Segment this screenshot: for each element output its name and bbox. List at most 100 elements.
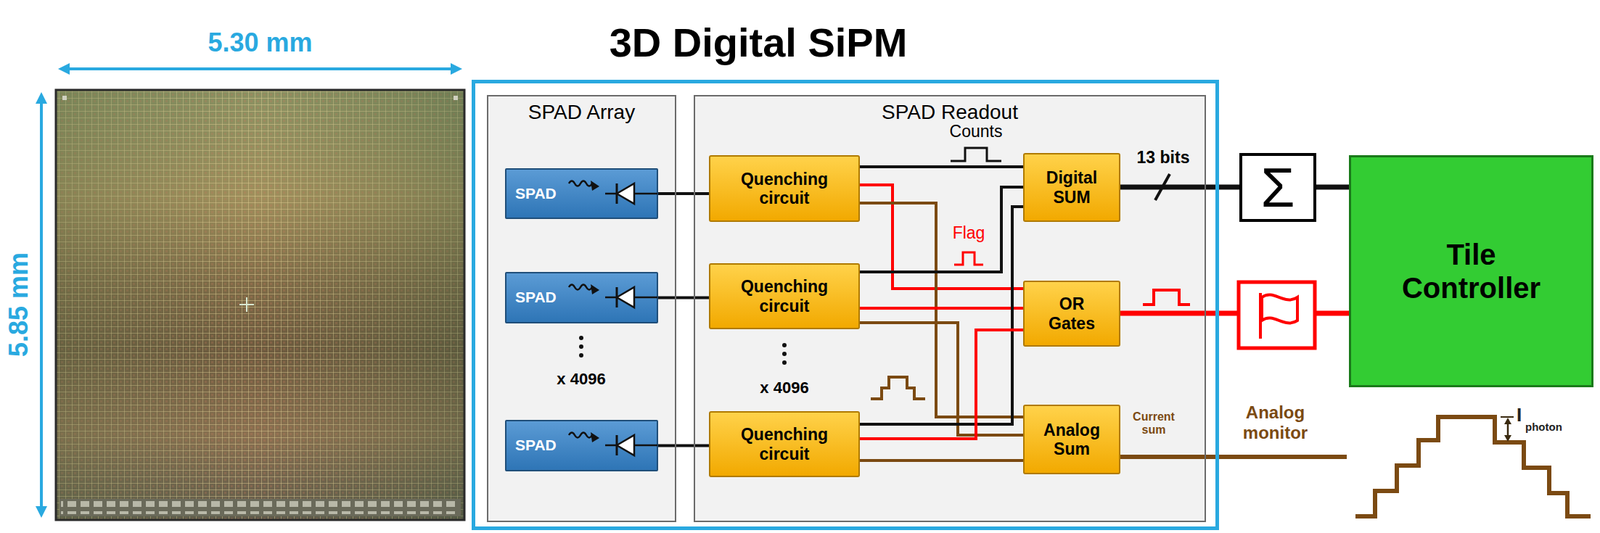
staircase-waveform — [1355, 417, 1591, 517]
pulse-symbol — [870, 377, 926, 400]
signal-wire — [658, 192, 709, 196]
node-text: SPAD — [515, 185, 557, 203]
dimension-arrow — [39, 100, 43, 510]
dimension-arrow — [35, 506, 48, 519]
photodiode-symbol — [616, 183, 635, 204]
chip-photo — [55, 89, 465, 521]
group-box: SPAD ArraySPAD SPAD SPAD — [486, 95, 677, 523]
staircase-waveform — [1355, 417, 1591, 517]
node-text: Σ — [1261, 160, 1296, 216]
chip-photo — [239, 297, 254, 313]
pulse-symbol — [1142, 290, 1191, 305]
flag-box — [1261, 295, 1298, 324]
signal-wire — [859, 203, 1024, 418]
signal-wire — [859, 306, 1024, 310]
photodiode-symbol — [568, 285, 593, 291]
current-symbol: I — [1516, 404, 1522, 427]
pulse-symbol — [870, 148, 1191, 400]
process-box: Digital SUM — [1023, 153, 1121, 223]
chip-photo — [62, 95, 67, 101]
ellipsis-dots — [782, 360, 787, 365]
node-text: Digital SUM — [1035, 168, 1109, 207]
photodiode-symbol — [590, 284, 600, 295]
dimension-arrow — [58, 63, 70, 75]
photodiode-symbol — [568, 432, 658, 456]
analog-output-wire — [1120, 454, 1347, 460]
photodiode-symbol — [616, 287, 635, 308]
signal-wire — [859, 322, 1024, 436]
photodiode-symbol — [590, 180, 600, 191]
current-subscript: photon — [1525, 420, 1563, 434]
process-box: Quenching circuit — [708, 411, 860, 478]
signal-wire — [658, 444, 709, 448]
node-text: SPAD — [515, 436, 557, 455]
chip-photo — [59, 499, 461, 517]
photodiode-symbol — [616, 183, 619, 204]
signal-wire — [859, 459, 1024, 463]
signal-label: Current sum — [1123, 410, 1184, 438]
process-box: Analog Sum — [1023, 404, 1121, 475]
bus-width-label: 13 bits — [1123, 148, 1204, 167]
signal-wire — [1120, 185, 1240, 191]
staircase-waveform — [1500, 416, 1514, 418]
system-frame: 3D Digital SiPMSPAD ArraySPADSPADSPADSPA… — [471, 79, 1220, 531]
dimension-arrow — [35, 92, 48, 104]
photodiode-symbol — [616, 435, 635, 456]
node-text: Quenching circuit — [729, 169, 839, 209]
photodiode-symbol — [590, 432, 600, 443]
photodiode-symbol — [568, 284, 658, 308]
dimension-label: 5.85 mm — [3, 89, 35, 521]
photodiode-symbol — [568, 180, 658, 204]
bus-slash — [1155, 174, 1170, 201]
process-box: OR Gates — [1023, 280, 1121, 347]
diagram-heading: 3D Digital SiPM — [475, 19, 1042, 67]
panel-fill — [488, 96, 675, 521]
signal-wire — [859, 185, 1024, 289]
output-label: Analog monitor — [1226, 402, 1325, 443]
controller-box: Tile Controller — [1348, 155, 1594, 388]
staircase-waveform — [1504, 435, 1512, 442]
multiplicity-label: x 4096 — [737, 378, 832, 397]
signal-wire — [1316, 185, 1349, 191]
pulse-symbol — [954, 252, 984, 265]
multiplicity-label: x 4096 — [534, 370, 629, 389]
ellipsis-dots — [579, 335, 584, 341]
group-heading: SPAD Array — [528, 100, 635, 125]
dimension-arrow — [450, 63, 463, 75]
flag-box — [1238, 282, 1315, 349]
node-text: Tile Controller — [1384, 238, 1559, 305]
ellipsis-dots — [579, 335, 787, 365]
spad-box: SPAD — [505, 272, 659, 324]
signal-wire — [859, 206, 1024, 425]
node-text: Quenching circuit — [729, 277, 839, 316]
chip-photo — [55, 89, 465, 521]
sum-box: Σ — [1239, 153, 1317, 223]
dimension-label: 5.30 mm — [55, 27, 465, 58]
flag-box — [1238, 282, 1315, 349]
chip-photo — [55, 89, 465, 521]
staircase-waveform — [1504, 417, 1512, 425]
signal-label: Counts — [939, 121, 1013, 141]
ellipsis-dots — [782, 343, 787, 348]
ellipsis-dots — [782, 351, 787, 357]
signal-wire — [859, 165, 1024, 169]
analog-output-wire — [1120, 457, 1347, 458]
group-box: SPAD ReadoutQuenching circuitQuenching c… — [693, 95, 1206, 523]
photodiode-symbol — [616, 287, 619, 308]
signal-wire — [859, 330, 1024, 440]
node-text: Quenching circuit — [729, 425, 839, 464]
photodiode-symbol — [605, 193, 658, 196]
node-text: Analog Sum — [1035, 420, 1109, 460]
photodiode-symbol — [568, 433, 593, 439]
staircase-waveform — [1507, 423, 1510, 437]
node-text: OR Gates — [1042, 294, 1101, 334]
photodiode-symbol — [605, 296, 658, 299]
bus-slash — [1155, 174, 1170, 201]
process-box: Quenching circuit — [708, 263, 860, 330]
chip-photo — [55, 89, 465, 521]
photodiode-symbol — [605, 444, 658, 447]
dimension-arrow — [35, 63, 463, 519]
spad-box: SPAD — [505, 420, 659, 472]
signal-wire — [658, 296, 709, 300]
